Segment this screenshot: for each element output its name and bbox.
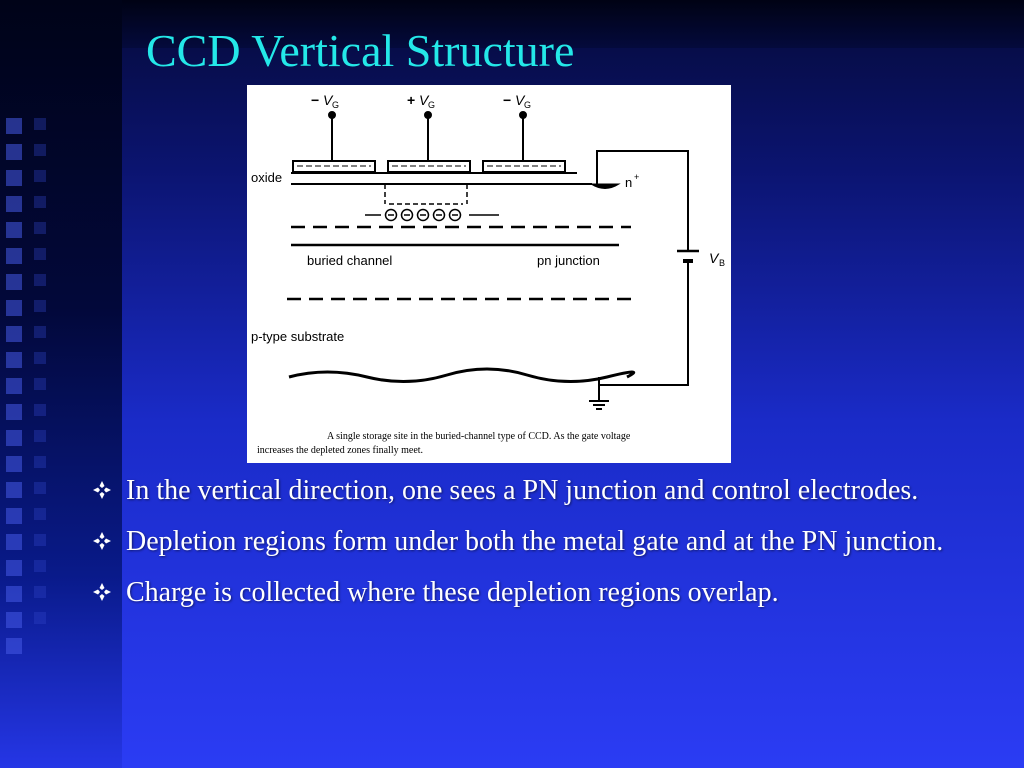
bias-symbol: V [709, 250, 720, 266]
figure-caption-line2: increases the depleted zones finally mee… [257, 445, 423, 456]
bullet-item: Depletion regions form under both the me… [92, 521, 952, 562]
n-plus-region [589, 183, 621, 189]
substrate-break-line [288, 367, 636, 383]
n-plus-label: n [625, 175, 632, 190]
bias-subscript: B [719, 258, 725, 268]
bullet-text: In the vertical direction, one sees a PN… [126, 475, 919, 506]
oxide-label: oxide [251, 170, 282, 185]
diamond-bullet-icon [93, 481, 111, 499]
decorative-squares [6, 118, 28, 678]
figure-caption-line1: A single storage site in the buried-chan… [327, 431, 631, 442]
battery-icon [677, 249, 699, 263]
slide-title: CCD Vertical Structure [146, 25, 575, 76]
gate-center-sign: + [407, 92, 415, 108]
n-plus-superscript: + [634, 172, 639, 182]
substrate-label: p-type substrate [251, 329, 344, 344]
bullet-list: In the vertical direction, one sees a PN… [92, 470, 952, 623]
gate-left-symbol: V [323, 92, 334, 108]
bullet-text: Depletion regions form under both the me… [126, 526, 944, 557]
ccd-diagram-figure: − V G + V G − V G oxide n [247, 85, 731, 463]
gate-right-subscript: G [524, 100, 531, 110]
diamond-bullet-icon [93, 583, 111, 601]
bias-circuit [589, 150, 689, 410]
bullet-text: Charge is collected where these depletio… [126, 577, 779, 608]
gate-left-sign: − [311, 92, 319, 108]
electrons [384, 208, 462, 222]
diamond-bullet-icon [93, 532, 111, 550]
ccd-diagram: − V G + V G − V G oxide n [251, 92, 725, 456]
pn-junction-label: pn junction [537, 253, 600, 268]
gate-center-subscript: G [428, 100, 435, 110]
gate-right-sign: − [503, 92, 511, 108]
decorative-squares-secondary [34, 118, 56, 678]
gate-center-symbol: V [419, 92, 430, 108]
bullet-item: In the vertical direction, one sees a PN… [92, 470, 952, 511]
title-band [122, 0, 1024, 48]
gate-right-symbol: V [515, 92, 526, 108]
gate-left-subscript: G [332, 100, 339, 110]
bullet-item: Charge is collected where these depletio… [92, 572, 952, 613]
buried-channel-label: buried channel [307, 253, 392, 268]
